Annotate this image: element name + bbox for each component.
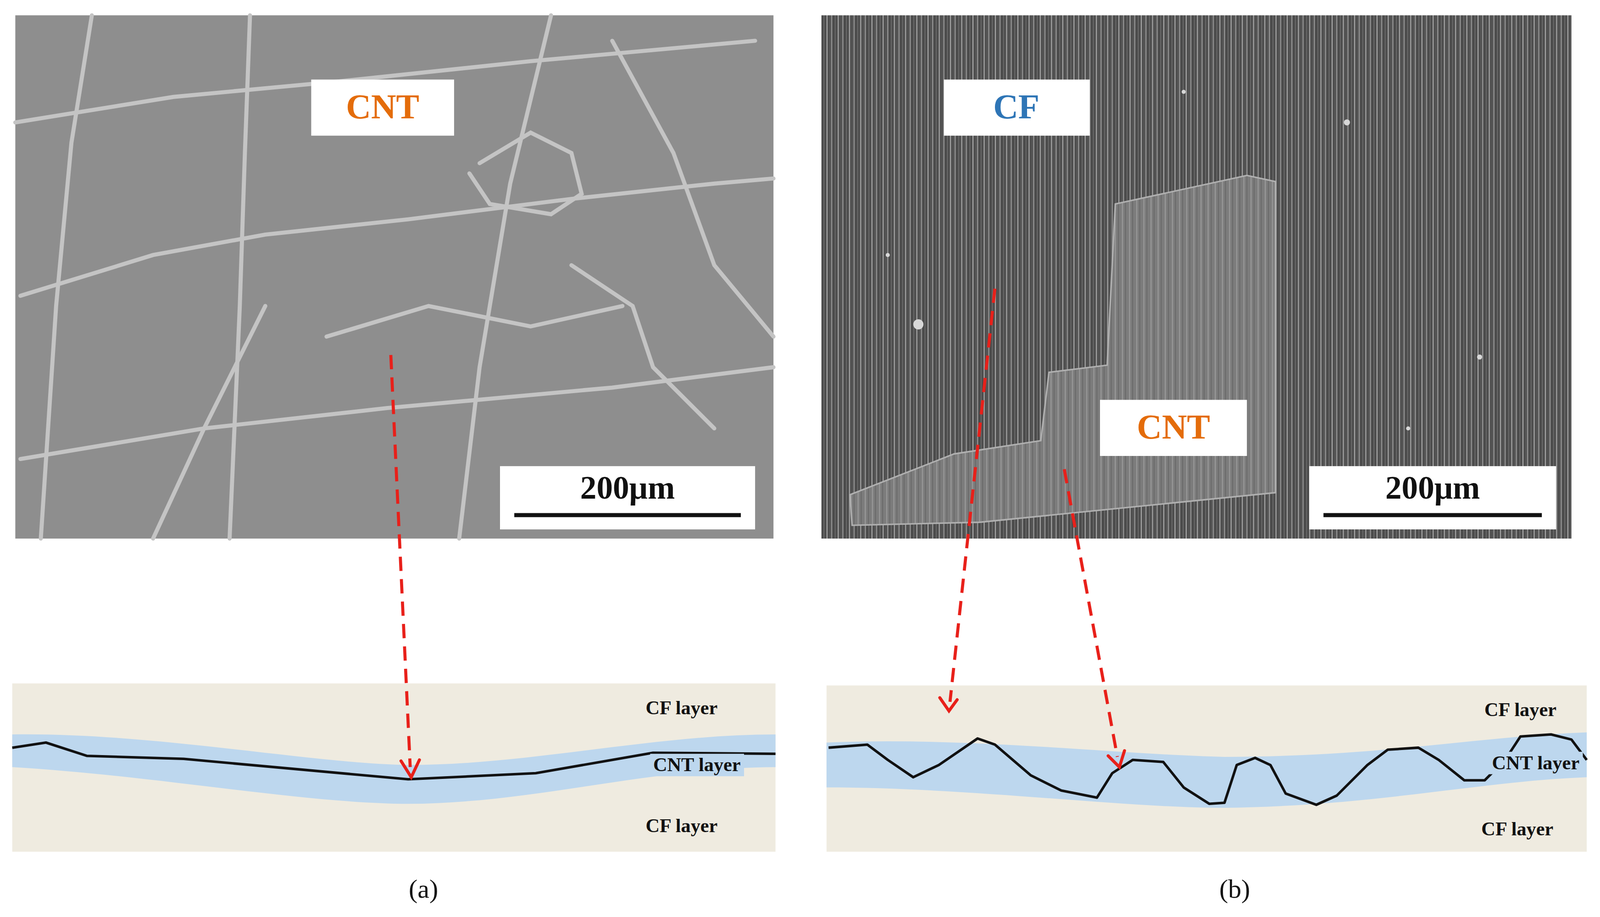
layer-label: CNT layer <box>1488 751 1583 775</box>
scale-bar-line <box>1323 512 1542 517</box>
cf-layer-ground <box>826 685 1587 852</box>
cnt-flake <box>850 175 1276 526</box>
layer-label: CF layer <box>1484 698 1557 722</box>
interface-line <box>828 734 1587 805</box>
scale-bar-box: 200μm <box>500 466 756 529</box>
scale-bar-text: 200μm <box>1309 470 1556 507</box>
sem-image-b <box>821 15 1572 539</box>
debris <box>885 89 1483 431</box>
layer-label: CF layer <box>1481 817 1554 841</box>
cnt-band <box>12 734 776 804</box>
scale-bar-line <box>514 512 741 517</box>
arrow-heads <box>400 697 1125 778</box>
region-label: CNT <box>1100 408 1247 447</box>
crack-lines <box>15 15 774 539</box>
label-box: CF <box>943 78 1090 135</box>
cf-layer-ground <box>12 683 776 852</box>
label-box: CNT <box>311 78 454 135</box>
leader-arrows <box>390 288 1118 767</box>
region-label: CNT <box>311 88 454 127</box>
sem-image-a <box>15 15 774 539</box>
region-label: CF <box>943 88 1090 127</box>
interface-line <box>12 742 776 780</box>
cnt-band <box>826 732 1587 809</box>
label-box: CNT <box>1100 399 1247 456</box>
layer-label: CF layer <box>645 815 718 838</box>
panel-label: (a) <box>408 874 439 906</box>
scale-bar-box: 200μm <box>1309 466 1556 529</box>
layer-label: CF layer <box>645 696 718 720</box>
scale-bar-text: 200μm <box>500 470 756 507</box>
layer-label: CNT layer <box>650 753 744 777</box>
panel-label: (b) <box>1219 874 1250 906</box>
